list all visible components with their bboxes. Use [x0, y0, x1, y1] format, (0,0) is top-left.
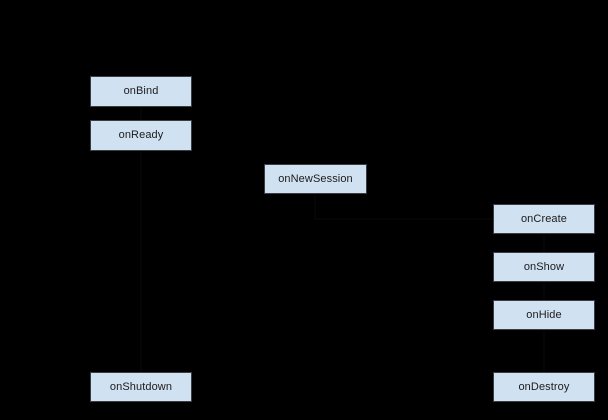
node-label-on-bind: onBind — [123, 85, 159, 97]
node-label-on-destroy: onDestroy — [518, 380, 570, 393]
node-label-on-create: onCreate — [520, 212, 568, 225]
node-on-bind[interactable]: onBind — [90, 76, 192, 107]
node-label-on-hide: onHide — [526, 308, 562, 321]
node-label-on-ready: onReady — [118, 129, 164, 141]
connector-on-new-session-to-on-create — [314, 194, 493, 220]
node-on-hide[interactable]: onHide — [493, 300, 595, 330]
node-label-on-shutdown: onShutdown — [109, 380, 173, 393]
node-on-show[interactable]: onShow — [493, 252, 595, 282]
node-on-create[interactable]: onCreate — [493, 204, 595, 234]
node-on-new-session[interactable]: onNewSession — [264, 164, 367, 194]
node-label-on-show: onShow — [523, 260, 565, 273]
node-on-destroy[interactable]: onDestroy — [493, 372, 595, 402]
node-label-on-new-session: onNewSession — [278, 172, 353, 185]
node-on-ready[interactable]: onReady — [90, 120, 192, 151]
node-on-shutdown[interactable]: onShutdown — [90, 372, 192, 402]
